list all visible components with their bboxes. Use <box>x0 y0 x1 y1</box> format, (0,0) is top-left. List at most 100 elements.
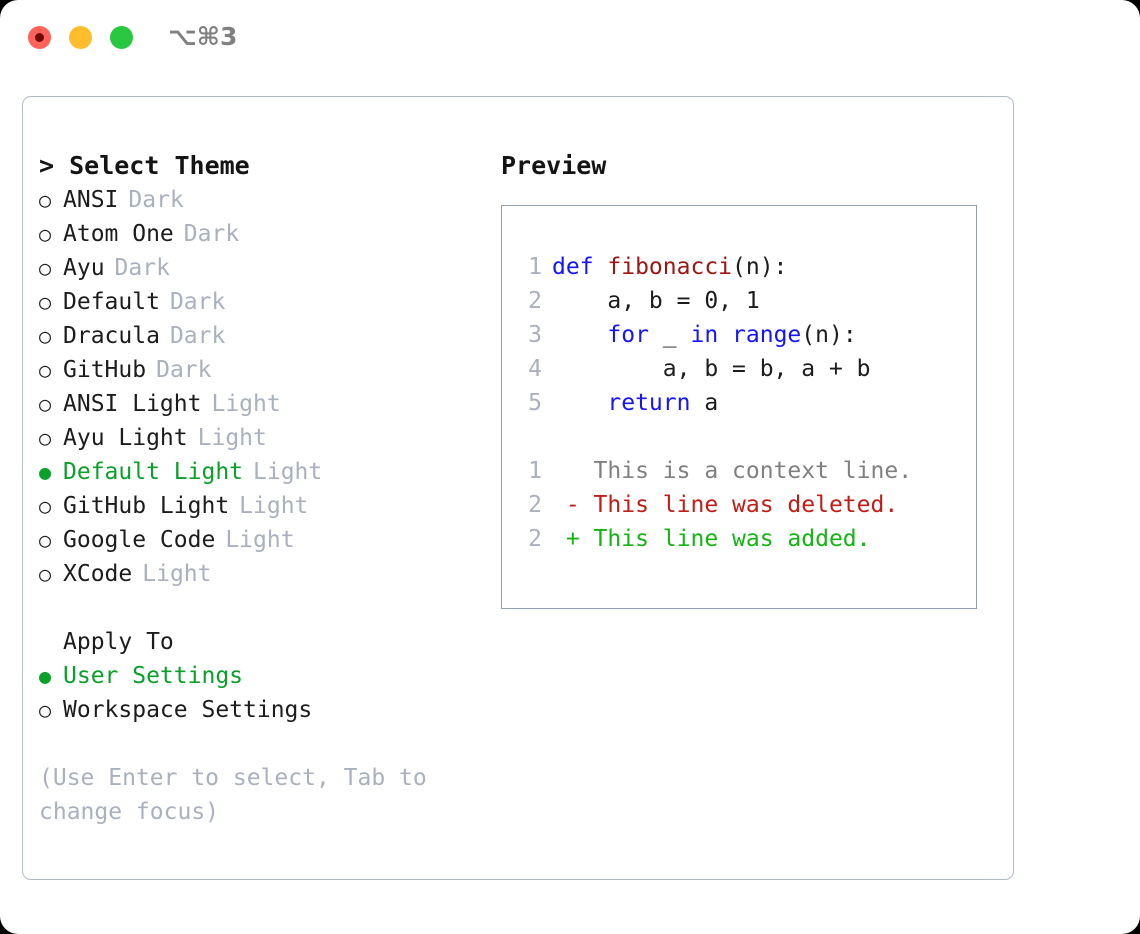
apply-to-option-user-settings[interactable]: ●User Settings <box>39 659 469 693</box>
theme-variant-badge: Dark <box>156 357 212 383</box>
theme-option-atom-one[interactable]: ○ Atom One Dark <box>39 217 469 251</box>
apply-to-heading-row: Apply To <box>39 625 469 659</box>
theme-name: Google Code <box>63 527 216 553</box>
diff-marker: - <box>552 492 580 518</box>
code-token: range <box>732 322 802 348</box>
diff-line: 2 - This line was deleted. <box>516 488 912 522</box>
diff-text: This line was deleted. <box>579 492 899 518</box>
theme-name: Ayu <box>63 255 105 281</box>
code-line: 4 a, b = b, a + b <box>516 352 912 386</box>
radio-unselected-icon: ○ <box>39 290 52 314</box>
line-number: 2 <box>528 492 542 518</box>
line-number: 5 <box>528 390 542 416</box>
theme-name: XCode <box>63 561 133 587</box>
radio-unselected-icon: ○ <box>39 698 52 722</box>
code-diff-separator <box>516 420 912 454</box>
radio-unselected-icon: ○ <box>39 222 52 246</box>
theme-option-github[interactable]: ○ GitHub Dark <box>39 353 469 387</box>
diff-line: 1 This is a context line. <box>516 454 912 488</box>
theme-variant-badge: Light <box>211 391 281 417</box>
code-token: _ <box>648 322 691 348</box>
theme-name: GitHub <box>63 357 147 383</box>
line-number: 2 <box>528 526 542 552</box>
select-theme-heading: > Select Theme <box>39 151 250 180</box>
code-token: for <box>607 322 649 348</box>
code-line: 5 return a <box>516 386 912 420</box>
radio-unselected-icon: ○ <box>39 528 52 552</box>
radio-unselected-icon: ○ <box>39 358 52 382</box>
code-line: 3 for _ in range(n): <box>516 318 912 352</box>
theme-option-default-light[interactable]: ● Default Light Light <box>39 455 469 489</box>
code-token <box>552 390 607 416</box>
apply-to-options[interactable]: ●User Settings ○ Workspace Settings <box>39 659 469 727</box>
radio-selected-icon: ● <box>39 664 52 688</box>
radio-unselected-icon: ○ <box>39 494 52 518</box>
code-token: in <box>690 322 719 348</box>
keyboard-hint: (Use Enter to select, Tab to change focu… <box>39 765 441 825</box>
apply-to-option-workspace-settings[interactable]: ○ Workspace Settings <box>39 693 469 727</box>
minimize-button[interactable] <box>69 26 92 49</box>
line-number: 3 <box>528 322 542 348</box>
code-token <box>552 322 607 348</box>
theme-variant-badge: Light <box>239 493 309 519</box>
apply-to-label: Workspace Settings <box>63 697 313 723</box>
code-token: a, b = b, a + b <box>552 356 871 382</box>
apply-to-heading-spacer <box>39 625 63 659</box>
preview-heading: Preview <box>501 151 607 180</box>
code-line: 2 a, b = 0, 1 <box>516 284 912 318</box>
radio-unselected-icon: ○ <box>39 324 52 348</box>
theme-option-github-light[interactable]: ○ GitHub Light Light <box>39 489 469 523</box>
theme-option-ayu[interactable]: ○ Ayu Dark <box>39 251 469 285</box>
theme-option-xcode[interactable]: ○ XCode Light <box>39 557 469 591</box>
radio-selected-icon: ● <box>39 460 52 484</box>
theme-option-ayu-light[interactable]: ○ Ayu Light Light <box>39 421 469 455</box>
theme-option-google-code[interactable]: ○ Google Code Light <box>39 523 469 557</box>
theme-variant-badge: Dark <box>169 323 226 349</box>
theme-option-dracula[interactable]: ○ Dracula Dark <box>39 319 469 353</box>
code-token: (n): <box>801 322 857 348</box>
radio-unselected-icon: ○ <box>39 256 52 280</box>
theme-variant-badge: Dark <box>114 255 170 281</box>
code-token: a <box>690 390 719 416</box>
diff-marker: + <box>552 526 580 552</box>
keyboard-shortcut-label: ⌥⌘3 <box>168 22 238 51</box>
theme-variant-badge: Light <box>225 527 295 553</box>
window-controls <box>28 26 133 49</box>
radio-unselected-icon: ○ <box>39 426 52 450</box>
close-button[interactable] <box>28 26 51 49</box>
code-token: fibonacci <box>607 254 733 280</box>
theme-variant-badge: Light <box>253 459 323 485</box>
apply-to-heading: Apply To <box>63 629 174 655</box>
theme-name: Default Light <box>63 459 244 485</box>
theme-variant-badge: Dark <box>128 187 184 213</box>
theme-variant-badge: Light <box>197 425 267 451</box>
theme-name: GitHub Light <box>63 493 230 519</box>
line-number: 4 <box>528 356 542 382</box>
line-number: 2 <box>528 288 542 314</box>
maximize-button[interactable] <box>110 26 133 49</box>
theme-name: Default <box>63 289 160 315</box>
theme-name: Dracula <box>63 323 160 349</box>
theme-variant-badge: Dark <box>183 221 240 247</box>
theme-variant-badge: Light <box>142 561 212 587</box>
diff-text: This is a context line. <box>579 458 913 484</box>
theme-name: ANSI Light <box>63 391 202 417</box>
radio-unselected-icon: ○ <box>39 562 52 586</box>
code-token: return <box>607 390 691 416</box>
code-token <box>718 322 732 348</box>
theme-name: Ayu Light <box>63 425 188 451</box>
code-token: a, b = 0, 1 <box>552 288 760 314</box>
code-token: def <box>552 254 608 280</box>
theme-name: Atom One <box>63 221 174 247</box>
line-number: 1 <box>528 254 542 280</box>
